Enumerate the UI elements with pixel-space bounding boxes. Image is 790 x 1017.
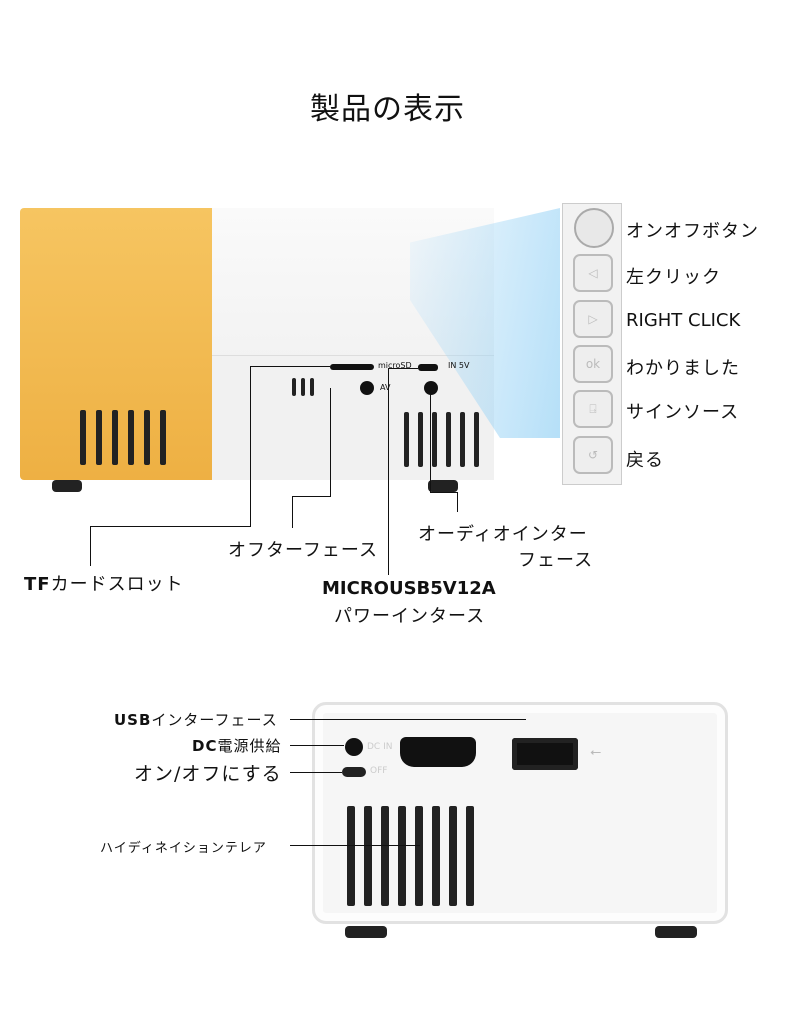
button-label-right: RIGHT CLICK xyxy=(626,310,741,331)
microsd-slot xyxy=(330,364,374,370)
callout-switch: オン/オフにする xyxy=(134,763,282,785)
callout-usb-interface: USBインターフェース xyxy=(114,709,278,730)
side-face xyxy=(212,355,494,480)
callout-audio-2: フェース xyxy=(518,550,594,571)
callout-av: オフターフェース xyxy=(228,540,379,561)
callout-dc: DC電源供給 xyxy=(192,735,281,756)
left-arrow-icon: ◁ xyxy=(573,254,613,292)
callout-audio-1: オーディオインター xyxy=(418,524,588,545)
usb-symbol-icon: ⭠ xyxy=(590,744,602,760)
callout-tf-bold: TF xyxy=(24,574,51,595)
callout-tf: TFカードスロット xyxy=(24,570,184,596)
power-button-icon xyxy=(574,208,614,248)
callout-usb-interface-bold: USB xyxy=(114,711,152,729)
callout-usb-bold: MICROUSB5V12A xyxy=(322,578,496,599)
in5v-label: IN 5V xyxy=(448,361,470,370)
av-port xyxy=(360,381,374,395)
audio-port xyxy=(424,381,438,395)
page-title: 製品の表示 xyxy=(310,92,465,127)
dc-in-port xyxy=(345,738,363,756)
hdmi-port xyxy=(400,737,476,767)
usb-a-port xyxy=(512,738,578,770)
button-label-back: 戻る xyxy=(626,450,664,471)
projector-rear-view xyxy=(312,702,728,924)
callout-tf-rest: カードスロット xyxy=(50,574,184,595)
power-switch xyxy=(342,767,366,777)
button-label-left: 左クリック xyxy=(626,267,721,288)
back-icon: ↺ xyxy=(573,436,613,474)
callout-hdmi: ハイディネイションテレア xyxy=(100,841,267,856)
ok-icon: ok xyxy=(573,345,613,383)
microsd-label: microSD xyxy=(378,361,412,370)
callout-dc-bold: DC xyxy=(192,737,218,755)
button-label-source: サインソース xyxy=(626,402,740,423)
dc-in-label: DC IN xyxy=(367,742,393,752)
button-label-ok: わかりました xyxy=(626,358,740,379)
button-label-power: オンオフボタン xyxy=(626,221,759,242)
off-label: OFF xyxy=(370,766,388,776)
source-icon: ⍈ xyxy=(573,390,613,428)
callout-usb-rest: パワーインタース xyxy=(334,606,486,627)
usb-port xyxy=(418,364,438,371)
right-arrow-icon: ▷ xyxy=(573,300,613,338)
callout-usb-interface-rest: インターフェース xyxy=(151,711,278,729)
callout-dc-rest: 電源供給 xyxy=(217,737,282,755)
av-label: AV xyxy=(380,383,391,392)
